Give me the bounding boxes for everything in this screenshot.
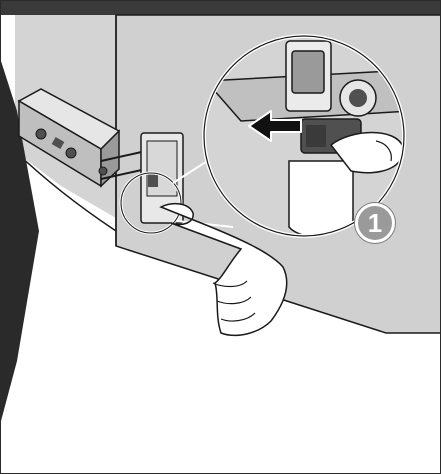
step-number-badge: 1 [355, 203, 395, 243]
side-tab [1, 61, 17, 421]
